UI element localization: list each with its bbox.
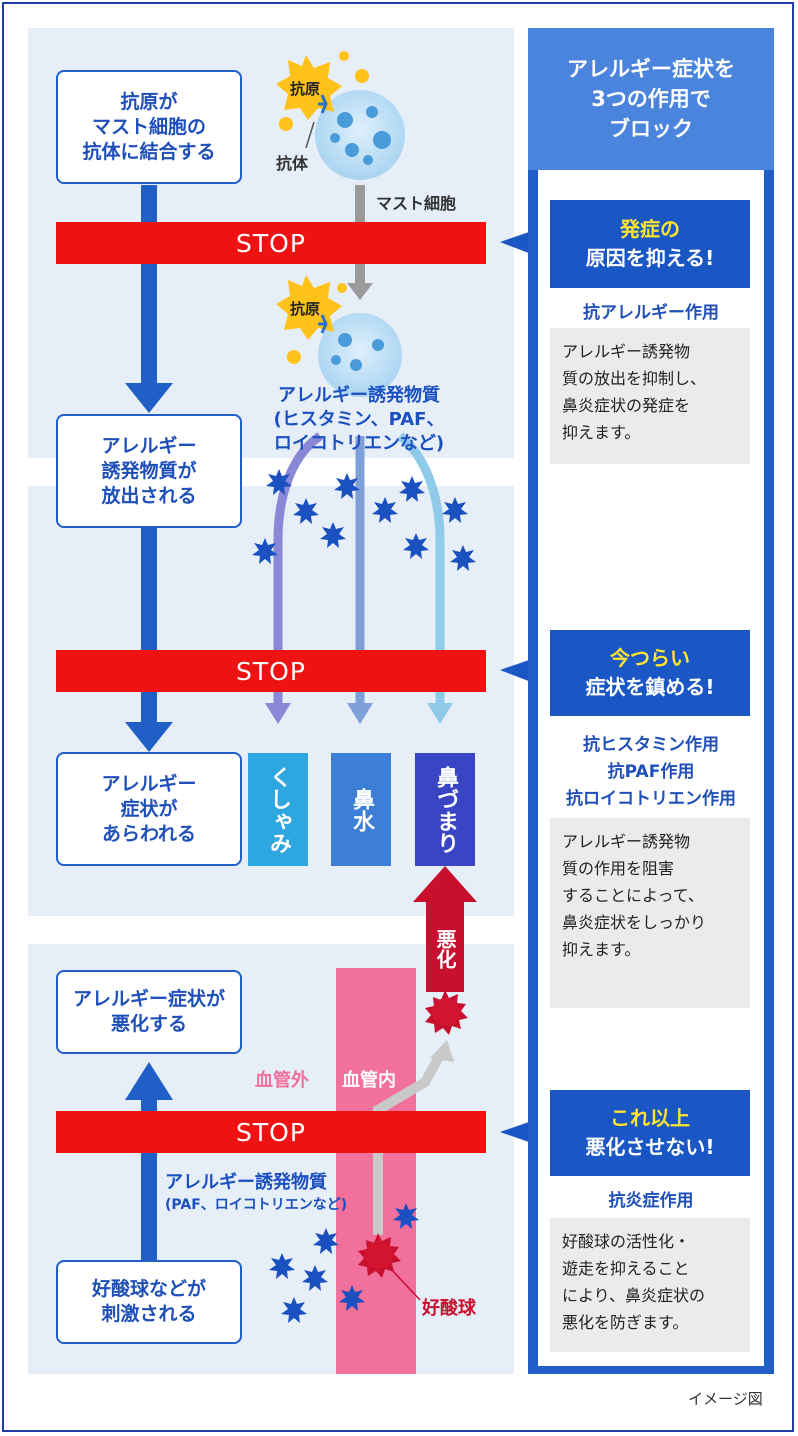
stop-bar-3: STOP: [56, 1111, 486, 1153]
path-to-runny-head: [347, 703, 373, 724]
effect-3: 抗炎症作用: [608, 1191, 694, 1211]
symptom-runny-box: [331, 753, 391, 866]
migration-path: [373, 1052, 445, 1235]
mediators-label: アレルギー誘発物質 (ヒスタミン、PAF、 ロイコトリエンなど): [273, 385, 445, 454]
symptom-sneeze-box: [248, 753, 308, 866]
worsen-arrow-shaft: [426, 900, 464, 992]
release-arrow-head: [347, 283, 373, 300]
mediator-stars-bottom: [269, 1203, 419, 1323]
effect-2: 抗ヒスタミン作用 抗PAF作用 抗ロイコトリエン作用: [566, 735, 736, 809]
desc-3: 好酸球の活性化・ 遊走を抑えること により、鼻炎症状の 悪化を防ぎます。: [550, 1218, 750, 1352]
antibody-y-top: [318, 94, 328, 114]
callout-1-line2: 原因を抑える!: [585, 246, 715, 270]
stop-bar-1: STOP: [56, 222, 486, 264]
mast-cell-bottom: [318, 313, 402, 397]
eosinophil-core-top: [432, 998, 460, 1026]
stop-bar-2: STOP: [56, 650, 486, 692]
flow-arrow-head-1: [125, 383, 173, 413]
outside-vessel-label: 血管外: [255, 1070, 309, 1091]
mediator-stars: [252, 469, 476, 571]
eosinophil-label: 好酸球: [422, 1298, 476, 1319]
antigen-label-top: 抗原: [290, 80, 321, 98]
antigen-dot-1: [355, 69, 369, 83]
mediators2-label-line2: (PAF、ロイコトリエンなど): [165, 1197, 348, 1213]
path-to-sneeze: [273, 432, 323, 705]
inside-vessel-label: 血管内: [342, 1070, 396, 1091]
callout-1-line1: 発症の: [620, 217, 680, 241]
footer-image-note: イメージ図: [688, 1390, 763, 1408]
flow-arrow-head-3: [125, 1062, 173, 1100]
desc-2: アレルギー誘発物 質の作用を阻害 することによって、 鼻炎症状をしっかり 抑えま…: [550, 818, 750, 1008]
sidebar-title: アレルギー症状を 3つの作用で ブロック: [528, 28, 774, 170]
path-to-congestion: [397, 432, 445, 705]
symptom-congestion-box: [415, 753, 475, 866]
callout-block-1: 発症の 原因を抑える!: [550, 200, 750, 288]
mast-cell-label: マスト細胞: [376, 194, 457, 213]
flow-step-symptoms-worsen: アレルギー症状が 悪化する: [56, 970, 242, 1054]
flow-arrow-head-2: [125, 722, 173, 752]
antigen-dot-3: [279, 117, 293, 131]
callout-block-2: 今つらい 症状を鎮める!: [550, 630, 750, 716]
symptom-runny-label: 鼻水: [349, 787, 374, 832]
callout-2-line2: 症状を鎮める!: [585, 675, 715, 699]
antibody-pointer: [305, 121, 315, 149]
mast-cell-top: [315, 90, 405, 180]
callout-2-line1: 今つらい: [610, 646, 690, 670]
worsen-arrow-head: [413, 866, 477, 902]
effect-1: 抗アレルギー作用: [583, 303, 719, 323]
antibody-y-bottom: [318, 314, 328, 334]
migration-path-head: [430, 1040, 454, 1062]
flow-step-symptoms-appear: アレルギー 症状が あらわれる: [56, 752, 242, 866]
antibody-label: 抗体: [276, 154, 309, 173]
desc-1: アレルギー誘発物 質の放出を抑制し、 鼻炎症状の発症を 抑えます。: [550, 328, 750, 464]
path-to-sneeze-head: [265, 703, 291, 724]
antigen-dot-5: [337, 283, 347, 293]
antigen-dot-4: [287, 350, 301, 364]
symptom-congestion-label: 鼻づまり: [433, 765, 458, 854]
flow-arrow-shaft-2: [141, 528, 157, 728]
path-to-congestion-head: [427, 703, 453, 724]
worsen-label: 悪化: [433, 929, 457, 969]
eosinophil-core-bottom: [365, 1241, 393, 1269]
flow-step-antigen-binding: 抗原が マスト細胞の 抗体に結合する: [56, 70, 242, 184]
antigen-dot-2: [339, 51, 349, 61]
callout-3-line1: これ以上: [610, 1106, 690, 1130]
flow-step-mediator-release: アレルギー 誘発物質が 放出される: [56, 414, 242, 528]
callout-3-line2: 悪化させない!: [585, 1135, 715, 1159]
mediators2-label-line1: アレルギー誘発物質: [165, 1172, 327, 1193]
symptom-sneeze-label: くしゃみ: [266, 765, 291, 854]
callout-block-3: これ以上 悪化させない!: [550, 1090, 750, 1176]
flow-arrow-shaft-1: [141, 185, 157, 385]
flow-step-eosinophil-stimulated: 好酸球などが 刺激される: [56, 1260, 242, 1344]
eosinophil-pointer: [389, 1267, 421, 1301]
antigen-label-bottom: 抗原: [290, 300, 321, 318]
